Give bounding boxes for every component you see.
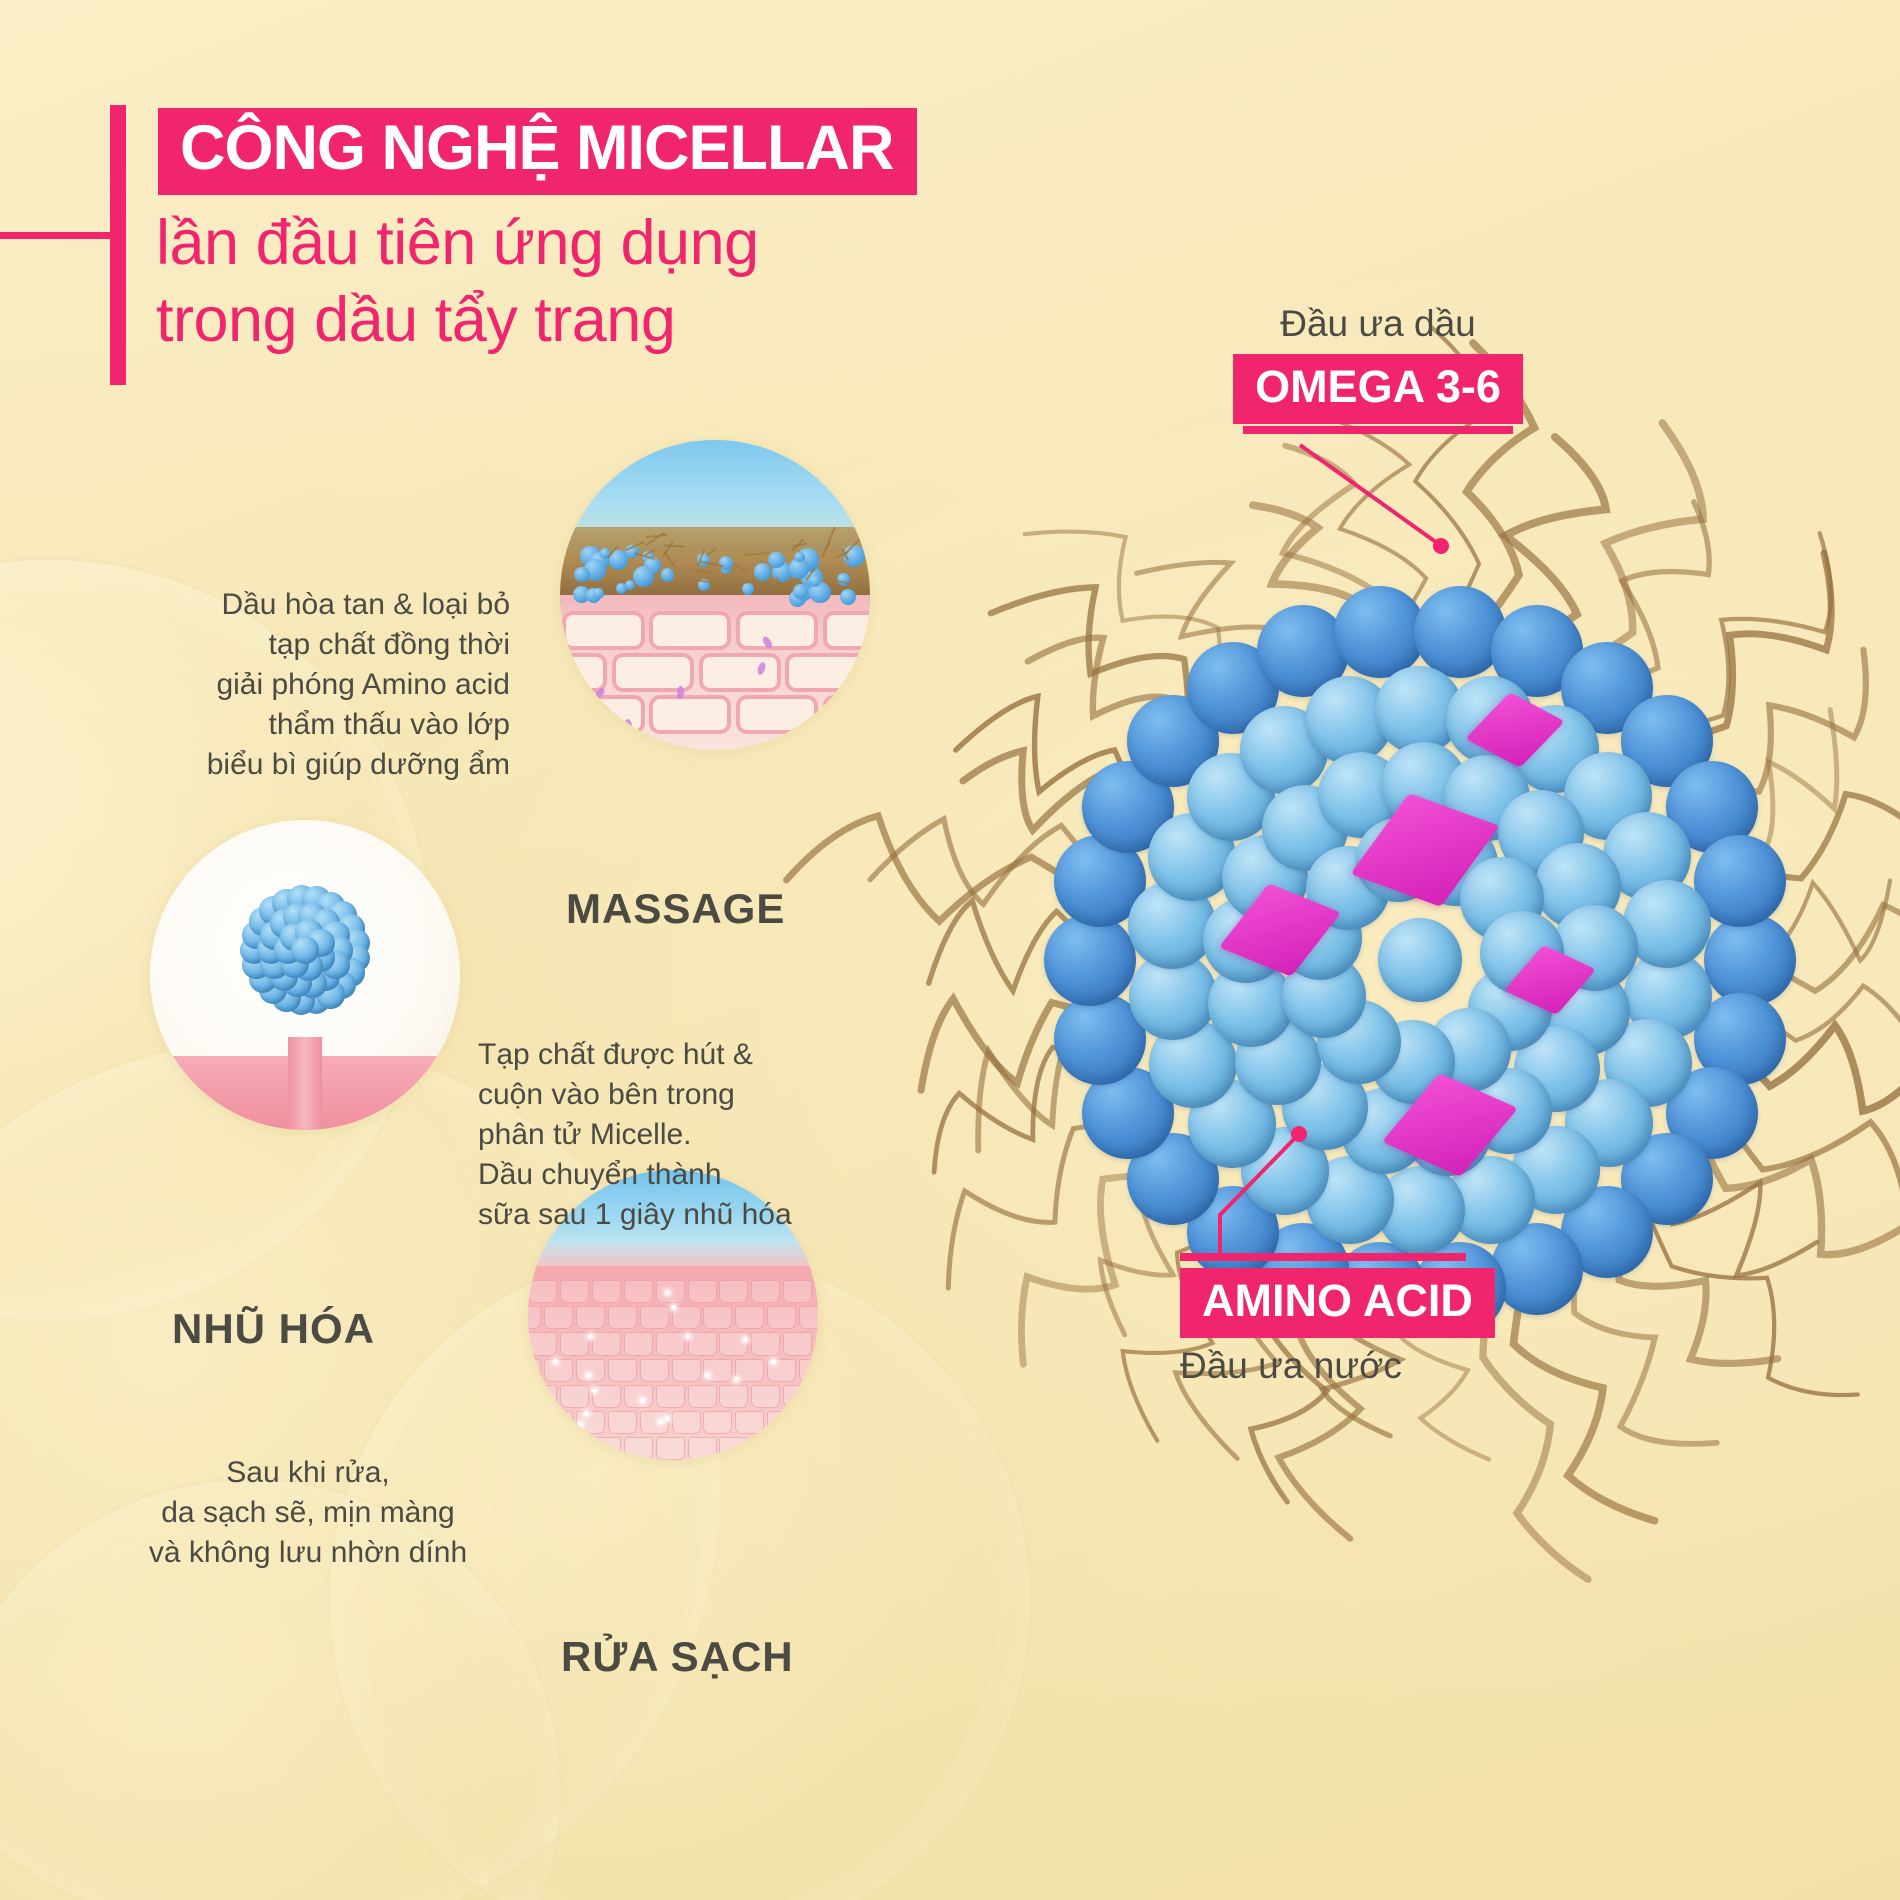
omega-underline bbox=[1243, 426, 1513, 434]
omega-badge: OMEGA 3-6 bbox=[1233, 354, 1523, 424]
amino-underline bbox=[1180, 1253, 1466, 1261]
omega-caption: Đầu ưa dầu bbox=[1280, 303, 1476, 345]
amino-badge: AMINO ACID bbox=[1180, 1268, 1495, 1338]
amino-caption: Đầu ưa nước bbox=[1180, 1345, 1402, 1387]
